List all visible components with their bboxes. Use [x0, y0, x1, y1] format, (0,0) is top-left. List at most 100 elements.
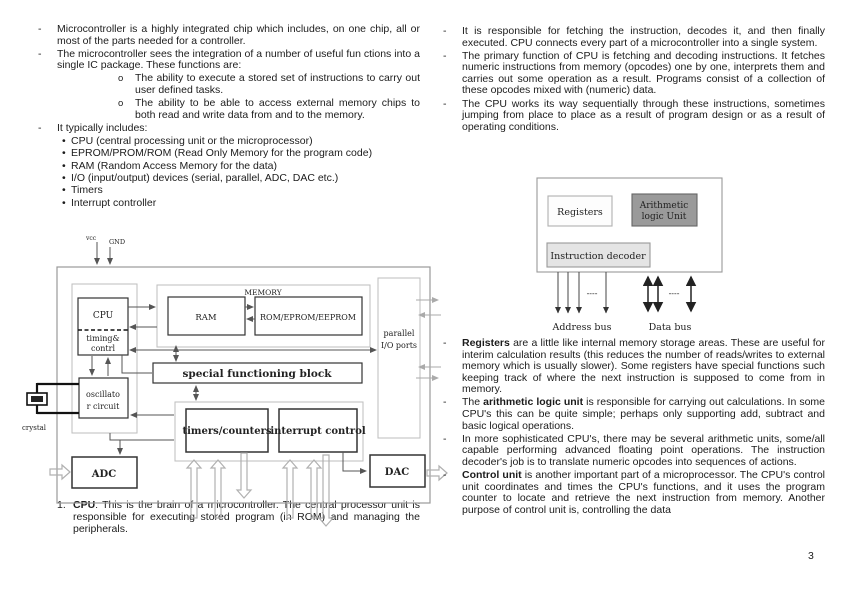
- chip-outline: [56, 266, 431, 504]
- left-column: - Microcontroller is a highly integrated…: [38, 23, 420, 210]
- circle-marker: o: [118, 98, 124, 110]
- bullet-text: Timers: [71, 184, 103, 197]
- rom-label: ROM/EPROM/EEPROM: [260, 313, 356, 322]
- caption-number: 1.: [57, 499, 66, 511]
- dac-label: DAC: [385, 467, 409, 478]
- dash-marker: -: [38, 47, 42, 60]
- power-pins: vcc GND: [85, 235, 125, 265]
- caption-text: CPU: This is the brain of a microcontrol…: [73, 499, 420, 535]
- interrupt-control-box: [278, 408, 358, 453]
- text-pre: The: [462, 396, 484, 409]
- crystal-label: crystal: [22, 424, 47, 432]
- crystal-plate: [31, 396, 43, 402]
- list-item: - Microcontroller is a highly integrated…: [38, 23, 420, 47]
- list-item: - The arithmetic logic unit is responsib…: [443, 397, 825, 432]
- list-item: - The microcontroller sees the integrati…: [38, 47, 420, 72]
- bullet-marker: •: [62, 134, 66, 147]
- list-item: - Registers are a little like internal m…: [443, 337, 825, 396]
- text-bold: Registers: [462, 337, 510, 349]
- address-bus-label: Address bus: [551, 322, 611, 333]
- bullet-item: • Interrupt controller: [62, 196, 420, 210]
- data-bus-arrows: ----: [642, 275, 697, 313]
- text-bold: Control unit: [462, 469, 522, 482]
- bullet-item: • EPROM/PROM/ROM (Read Only Memory for t…: [62, 148, 420, 160]
- parallel-io-label-1: parallel: [384, 329, 415, 338]
- dash-marker: -: [443, 49, 447, 62]
- oscillator-label-1: oscillato: [86, 390, 120, 399]
- ram-box: [167, 296, 246, 336]
- special-functioning-box: [152, 362, 363, 384]
- list-item-text: It is responsible for fetching the instr…: [462, 25, 825, 49]
- dash-marker: -: [38, 121, 42, 134]
- interrupt-control-label: interrupt control: [270, 426, 366, 437]
- internal-bus-arrows: [89, 304, 377, 474]
- instruction-decoder-label: Instruction decoder: [550, 251, 646, 262]
- list-item-text: The microcontroller sees the integration…: [57, 47, 420, 72]
- list-item: - Control unit is another important part…: [443, 469, 825, 516]
- bullet-marker: •: [62, 147, 66, 160]
- list-item: - It is responsible for fetching the ins…: [443, 25, 825, 49]
- adc-label: ADC: [91, 469, 116, 480]
- dash-marker: -: [443, 337, 447, 349]
- text-rest: is another important part of a microproc…: [462, 469, 825, 516]
- sub-list-item-text: The ability to execute a stored set of i…: [135, 72, 420, 96]
- crystal-symbol: crystal: [22, 382, 79, 432]
- dash-marker: -: [443, 432, 447, 445]
- memory-group-box: [156, 284, 371, 348]
- registers-box: [547, 195, 613, 227]
- dash-marker: -: [443, 25, 447, 37]
- parallel-io-box: [377, 277, 421, 439]
- ram-label: RAM: [195, 313, 217, 323]
- list-item: - The CPU works its way sequentially thr…: [443, 97, 825, 134]
- microcontroller-block-diagram: vcc GND CPU timing& contrl oscillato r c…: [22, 235, 448, 527]
- bullet-marker: •: [62, 159, 66, 172]
- bullet-text: CPU (central processing unit or the micr…: [71, 134, 313, 147]
- caption-rest: : This is the brain of a microcontroller…: [73, 499, 420, 535]
- data-bus-dots: ----: [669, 289, 680, 298]
- list-item-text: In more sophisticated CPU's, there may b…: [462, 432, 825, 469]
- bullet-marker: •: [62, 196, 66, 209]
- cpu-group-box: [71, 283, 138, 434]
- text-rest: In more sophisticated CPU's, there may b…: [462, 432, 825, 468]
- gnd-label: GND: [109, 238, 125, 246]
- timer-pin-arrow-down: [235, 452, 253, 499]
- registers-label: Registers: [557, 207, 603, 218]
- sub-list-item: o The ability to execute a stored set of…: [118, 73, 420, 96]
- address-bus-dots: ----: [587, 289, 598, 298]
- interrupt-pin-arrow-up: [305, 459, 323, 519]
- list-item-text: Registers are a little like internal mem…: [462, 337, 825, 396]
- timers-counters-box: [185, 408, 269, 453]
- timer-pin-arrow-up: [209, 459, 227, 519]
- bullet-marker: •: [62, 184, 66, 197]
- timing-label-1: timing&: [86, 334, 119, 343]
- interrupt-pin-arrow-up: [281, 459, 299, 519]
- dash-marker: -: [443, 396, 447, 409]
- list-item: - In more sophisticated CPU's, there may…: [443, 432, 825, 469]
- timers-counters-label: timers/counters: [182, 426, 271, 437]
- text-rest: are a little like internal memory storag…: [462, 337, 825, 396]
- text-rest: is responsible for carrying out calculat…: [462, 396, 826, 432]
- external-signal-arrows: [49, 452, 448, 527]
- memory-label: MEMORY: [244, 288, 282, 297]
- list-item: - It typically includes:: [38, 121, 420, 135]
- cpu-box: [77, 297, 129, 356]
- list-item-text: Microcontroller is a highly integrated c…: [57, 23, 420, 47]
- instruction-decoder-box: [546, 242, 651, 268]
- alu-label-2: logic Unit: [642, 212, 687, 222]
- list-item-text: The CPU works its way sequentially throu…: [462, 97, 825, 133]
- right-column-bottom: - Registers are a little like internal m…: [443, 337, 825, 518]
- cpu-outline: [536, 177, 723, 273]
- oscillator-label-2: r circuit: [87, 402, 120, 411]
- bullet-marker: •: [62, 172, 66, 185]
- bullet-text: I/O (input/output) devices (serial, para…: [71, 172, 339, 185]
- adc-box: [71, 456, 138, 489]
- address-bus-arrows: ----: [555, 272, 609, 314]
- dash-marker: -: [443, 97, 447, 110]
- figure-caption: 1. CPU: This is the brain of a microcont…: [57, 499, 420, 535]
- cpu-label: CPU: [93, 311, 114, 321]
- list-item-text: It typically includes:: [57, 121, 148, 134]
- oscillator-box: [78, 377, 129, 419]
- right-column-top: - It is responsible for fetching the ins…: [443, 25, 825, 135]
- list-item-text: The arithmetic logic unit is responsible…: [462, 397, 825, 432]
